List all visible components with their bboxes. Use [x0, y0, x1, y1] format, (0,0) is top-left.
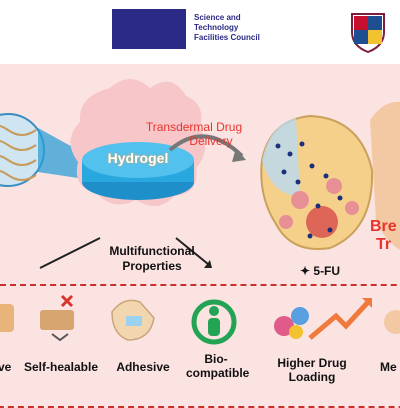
breast-line-1: Bre	[370, 218, 397, 235]
breast-label: Bre Tr	[370, 218, 400, 254]
property-label-higher-drug-loading: Higher Drug Loading	[270, 356, 354, 384]
property-label-adhesive: Adhesive	[116, 360, 170, 374]
property-label-self-healable: Self-healable	[23, 360, 99, 374]
biocompatible-line-1: Bio-	[204, 352, 228, 366]
lobule-2	[326, 178, 342, 194]
tumor	[306, 206, 338, 238]
zoom-cone	[38, 128, 78, 178]
multifunctional-line-2: Properties	[122, 259, 182, 273]
right-arrowhead	[204, 260, 212, 268]
drug-label: ✦ 5-FU	[300, 264, 341, 278]
property-label-0: ve	[0, 360, 12, 374]
higher-drug-loading-icon	[274, 298, 372, 340]
self-healable-icon	[40, 294, 74, 342]
council-line-1: Science and	[194, 13, 241, 22]
biocompatible-line-2: compatible	[186, 366, 250, 380]
lobule-3	[279, 215, 293, 229]
properties-box	[0, 284, 400, 408]
higher-drug-line-2: Loading	[288, 370, 336, 384]
hydrogel-disk-top	[82, 142, 194, 178]
polymer-strands	[0, 124, 37, 181]
torso-partial	[370, 101, 400, 251]
council-line-3: Facilities Council	[194, 33, 260, 42]
higher-drug-line-1: Higher Drug	[277, 356, 347, 370]
multifunctional-line-1: Multifunctional	[109, 244, 195, 258]
council-name: Science and Technology Facilities Counci…	[194, 13, 260, 43]
breast-line-2: Tr	[376, 236, 392, 253]
property-label-biocompatible: Bio- compatible	[186, 352, 250, 380]
university-crest-icon	[351, 13, 385, 54]
hydrogel-label: Hydrogel	[107, 150, 169, 166]
skin-layer	[262, 118, 300, 196]
header-bar: UKRI Science and Technology Facilities C…	[0, 0, 400, 64]
adhesive-icon	[111, 299, 155, 341]
ukri-logo-text: UKRI	[228, 21, 274, 40]
left-arrow	[39, 237, 101, 269]
biocompatible-icon	[191, 299, 237, 345]
property-label-partial-right: Me	[380, 360, 397, 374]
lobule-4	[345, 201, 359, 215]
delivery-arrowhead	[232, 148, 246, 162]
lobule-1	[291, 191, 309, 209]
right-arrow	[175, 237, 209, 265]
multifunctional-label: Multifunctional Properties	[90, 244, 214, 274]
partial-icon-left	[0, 304, 14, 332]
delivery-line-2: Delivery	[189, 134, 233, 148]
delivery-label: Transdermal Drug Delivery	[124, 120, 264, 148]
partial-icon-right	[384, 310, 400, 334]
ukri-logo: UKRI	[112, 9, 273, 49]
delivery-line-1: Transdermal Drug	[145, 120, 243, 134]
drug-particles	[275, 141, 343, 239]
delivery-arrow	[168, 134, 244, 158]
council-line-2: Technology	[194, 23, 239, 32]
